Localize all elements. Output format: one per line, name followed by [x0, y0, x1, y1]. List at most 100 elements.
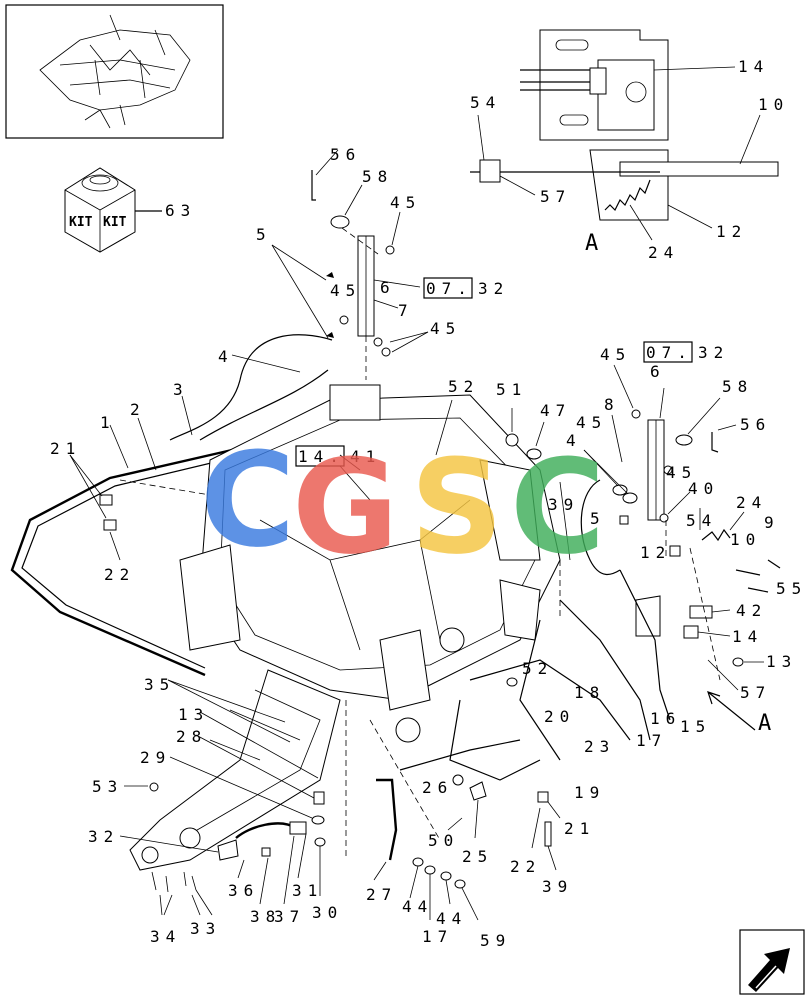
ref-14-41-tail: 41 [350, 447, 381, 466]
kit-label-left: KIT [69, 215, 93, 230]
ref-07-32-a-tail: 32 [478, 279, 509, 298]
callout-45-right-top: 45 [600, 345, 631, 364]
callout-21-left: 21 [50, 439, 81, 458]
callout-50: 50 [428, 831, 459, 850]
callout-56-left: 56 [330, 145, 361, 164]
ref-07-32-b-tail: 32 [698, 343, 729, 362]
callout-28: 28 [176, 727, 207, 746]
callout-26: 26 [422, 778, 453, 797]
view-arrow-label-a: A [758, 711, 777, 736]
callout-27: 27 [366, 885, 397, 904]
callout-44-b: 44 [436, 909, 467, 928]
callout-4-right: 4 [566, 431, 582, 450]
linkage-detail-right: 54 24 10 9 55 42 14 13 57 A [635, 493, 807, 736]
callout-13-left: 13 [178, 705, 209, 724]
callout-17-right: 17 [636, 731, 667, 750]
callout-52-bottom: 52 [522, 659, 553, 678]
right-cylinder-assembly: 51 47 6 07. 32 45 58 56 8 4 45 39 5 45 [496, 341, 771, 575]
callout-23: 23 [584, 737, 615, 756]
callout-10-detail: 10 [758, 95, 789, 114]
watermark-letter-2: G [292, 431, 399, 583]
callout-57-right: 57 [740, 683, 771, 702]
callout-40: 40 [688, 479, 719, 498]
callout-24-right: 24 [736, 493, 767, 512]
callout-29: 29 [140, 748, 171, 767]
callout-53: 53 [92, 777, 123, 796]
callout-56-right: 56 [740, 415, 771, 434]
watermark-letter-3: S [410, 431, 504, 583]
callout-45-left-c: 45 [430, 319, 461, 338]
callout-42: 42 [736, 601, 767, 620]
callout-13-right: 13 [766, 652, 797, 671]
callout-45-right-b: 45 [576, 413, 607, 432]
watermark-letter-1: C [200, 424, 295, 576]
callout-54-detail: 54 [470, 93, 501, 112]
callout-24-detail: 24 [648, 243, 679, 262]
centerlines [345, 547, 721, 860]
callout-1-left: 1 [100, 413, 116, 432]
callout-47: 47 [540, 401, 571, 420]
callout-12-right: 12 [640, 543, 671, 562]
callout-20: 20 [544, 707, 575, 726]
callout-54-right: 54 [686, 511, 717, 530]
callout-5-right: 5 [590, 509, 606, 528]
watermark: C G S C [200, 424, 605, 583]
callout-10-right: 10 [730, 530, 761, 549]
tongue-hitch: 35 13 28 29 53 32 36 38 37 31 30 34 3 [88, 669, 343, 946]
kit-icon: KIT KIT 63 [64, 167, 196, 253]
detail-view-a: 14 10 54 57 12 24 A [470, 29, 789, 262]
watermark-letter-4: C [510, 431, 605, 583]
ref-14-41-box: 14. [298, 447, 345, 466]
callout-2-left: 2 [130, 400, 146, 419]
callout-21-bottom: 21 [564, 819, 595, 838]
callout-45-left-b: 45 [330, 281, 361, 300]
callout-38: 38 [250, 907, 281, 926]
callout-33: 33 [190, 919, 221, 938]
main-frame: 52 [179, 377, 561, 743]
callout-5-left: 5 [256, 225, 272, 244]
washer-stack: 44 17 44 59 [402, 857, 511, 950]
ref-14-41: 14. 41 [295, 445, 381, 501]
ref-07-32-a-box: 07. [426, 279, 473, 298]
callout-9: 9 [764, 513, 780, 532]
callout-63: 63 [165, 201, 196, 220]
callout-35: 35 [144, 675, 175, 694]
callout-39-bottom: 39 [542, 877, 573, 896]
callout-7: 7 [398, 301, 414, 320]
callout-55: 55 [776, 579, 807, 598]
callout-22-left: 22 [104, 565, 135, 584]
callout-14-detail: 14 [738, 57, 769, 76]
callout-17-bottom: 17 [422, 927, 453, 946]
thumbnail-inset [5, 4, 224, 139]
callout-3: 3 [173, 380, 189, 399]
callout-58-right: 58 [722, 377, 753, 396]
callout-52-top: 52 [448, 377, 479, 396]
callout-59: 59 [480, 931, 511, 950]
callout-39-top: 39 [548, 495, 579, 514]
lower-hose-routing: 15 16 17 18 20 23 19 21 22 39 52 26 25 5… [366, 569, 711, 904]
callout-15: 15 [680, 717, 711, 736]
callout-32: 32 [88, 827, 119, 846]
callout-51: 51 [496, 380, 527, 399]
callout-16: 16 [650, 709, 681, 728]
callout-30: 30 [312, 903, 343, 922]
ref-07-32-b-box: 07. [646, 343, 693, 362]
view-label-a: A [585, 231, 604, 256]
callout-19: 19 [574, 783, 605, 802]
kit-label-right: KIT [103, 215, 127, 230]
next-page-arrow-icon[interactable] [739, 929, 805, 995]
callout-6-right: 6 [650, 362, 666, 381]
callout-22-bottom: 22 [510, 857, 541, 876]
left-cylinder-assembly: 56 58 45 6 07. 32 7 45 45 5 [256, 145, 509, 380]
hose-lines-left: 4 3 2 1 21 22 [10, 334, 333, 677]
callout-6-left: 6 [380, 278, 396, 297]
callout-44-a: 44 [402, 897, 433, 916]
callout-31: 31 [292, 881, 323, 900]
callout-25: 25 [462, 847, 493, 866]
callout-58-left: 58 [362, 167, 393, 186]
callout-4-left: 4 [218, 347, 234, 366]
callout-45-left-a: 45 [390, 193, 421, 212]
callout-12-detail: 12 [716, 222, 747, 241]
callout-14-right: 14 [732, 627, 763, 646]
